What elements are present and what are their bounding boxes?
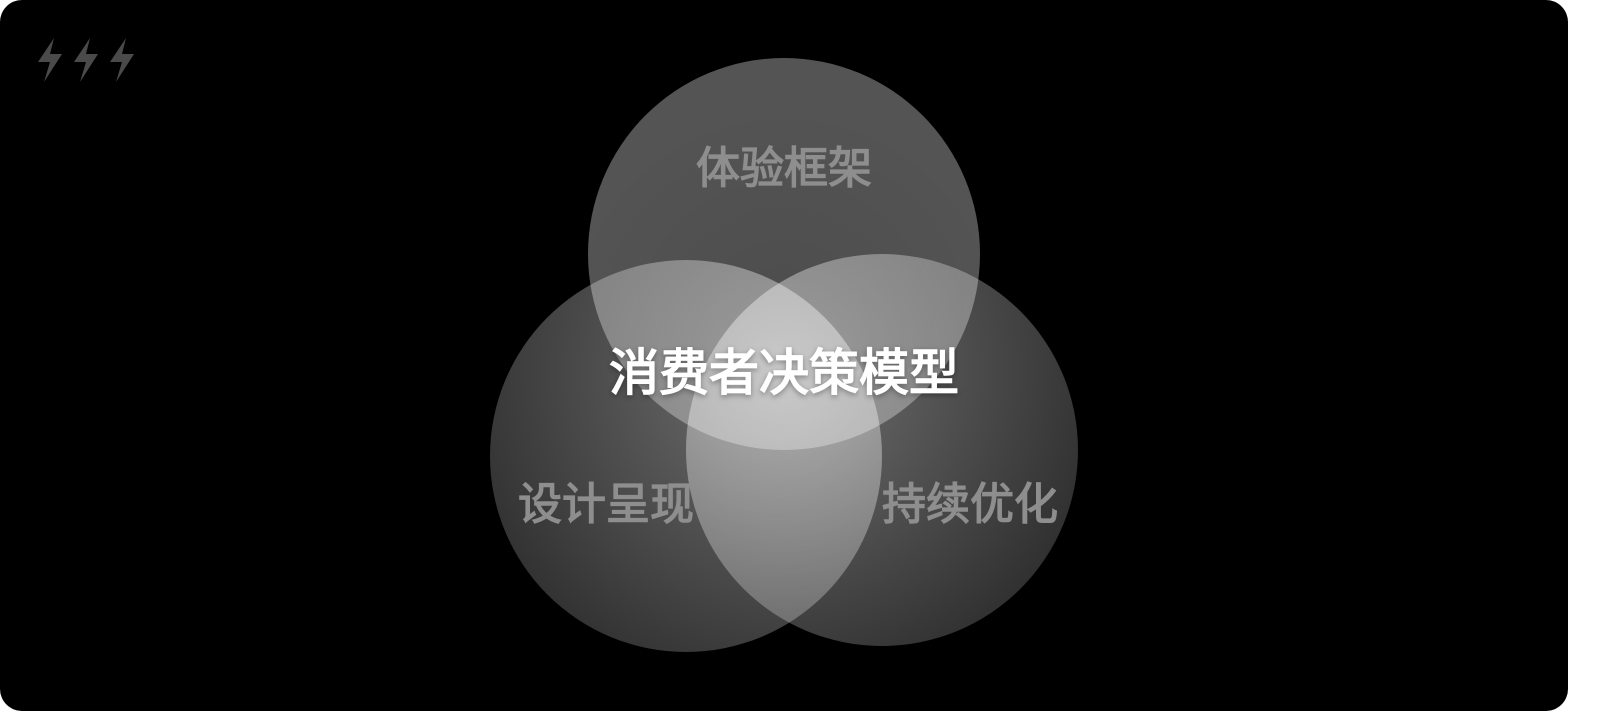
lightning-bolts-icon [38, 38, 134, 82]
venn-circle-right [686, 254, 1078, 646]
set-label-left: 设计呈现 [518, 479, 694, 530]
center-label: 消费者决策模型 [609, 344, 959, 402]
venn-diagram: 体验框架 设计呈现 持续优化 消费者决策模型 [490, 58, 1078, 652]
lightning-bolt-icon [38, 38, 62, 82]
set-label-right: 持续优化 [882, 479, 1058, 530]
lightning-bolt-icon [74, 38, 98, 82]
diagram-canvas: 体验框架 设计呈现 持续优化 消费者决策模型 [0, 0, 1568, 711]
set-label-top: 体验框架 [696, 143, 872, 194]
lightning-bolt-icon [110, 38, 134, 82]
